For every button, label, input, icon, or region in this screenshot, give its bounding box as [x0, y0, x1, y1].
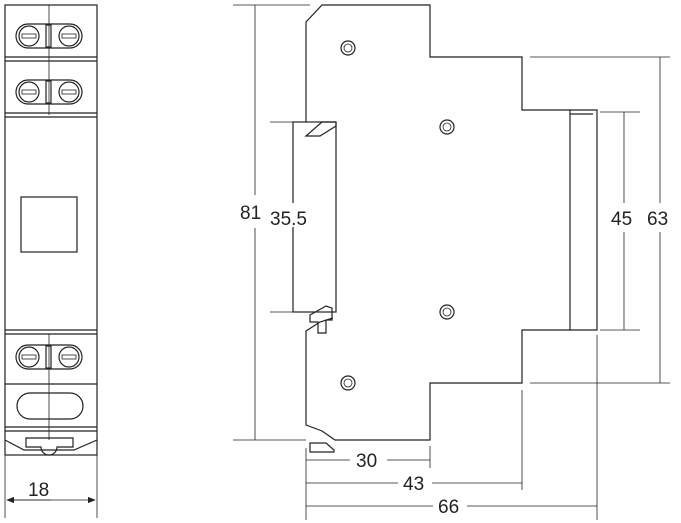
indicator-window [20, 196, 78, 253]
depth-30-label: 30 [356, 451, 377, 472]
din-clip-tab [25, 437, 74, 456]
din-rail-profile [569, 109, 598, 331]
front-body [4, 4, 98, 456]
height-45-label: 45 [611, 209, 632, 230]
side-body-outline [305, 4, 570, 441]
depth-66-label: 66 [438, 497, 459, 518]
mounting-holes [340, 40, 455, 391]
rail-35-5-label: 35.5 [270, 209, 307, 230]
front-view: 18 [4, 4, 98, 518]
height-63-label: 63 [647, 209, 668, 230]
top-hook [304, 121, 337, 137]
din-clip-outline [4, 439, 98, 451]
bottom-latch [309, 442, 335, 453]
side-view [292, 4, 598, 453]
depth-43-label: 43 [403, 474, 424, 495]
terminal-screws-middle [15, 79, 83, 105]
rail-latch [309, 305, 333, 334]
terminal-screws-top [15, 23, 83, 49]
label-slot [16, 392, 84, 420]
height-81-label: 81 [240, 203, 261, 224]
width-dimension-label: 18 [28, 480, 49, 501]
dimensions: 81 35.5 45 63 30 43 66 [233, 4, 670, 520]
terminal-screws-bottom [15, 344, 83, 370]
